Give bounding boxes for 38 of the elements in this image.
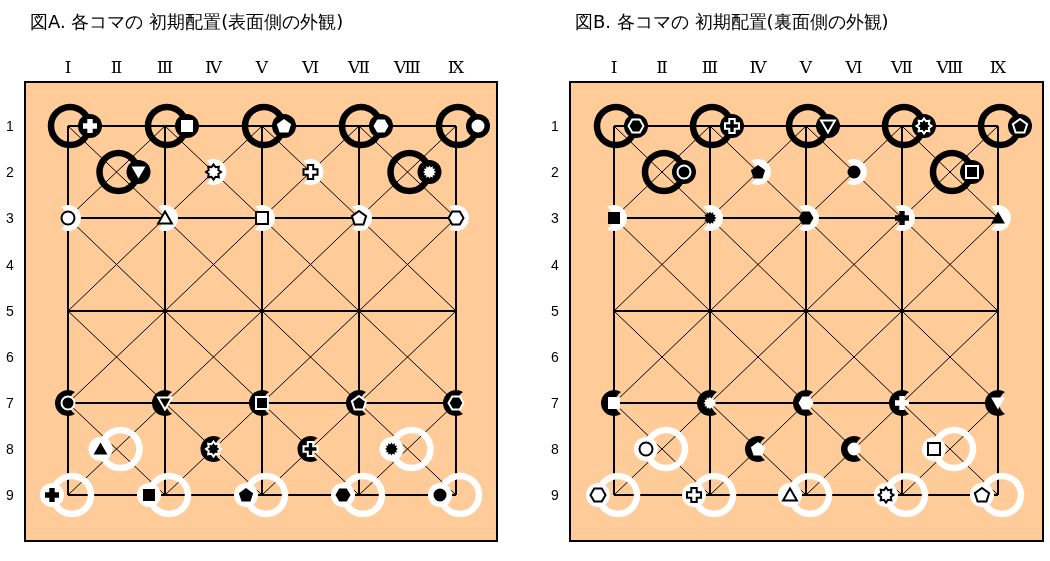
row-label: 7 (6, 396, 14, 410)
row-label: 4 (551, 258, 559, 272)
column-label: Ⅴ (799, 58, 813, 76)
row-label: 2 (551, 165, 559, 179)
column-label: Ⅰ (610, 58, 618, 76)
column-label: Ⅷ (936, 58, 964, 76)
row-label: 8 (551, 442, 559, 456)
row-label: 9 (551, 488, 559, 502)
figure-title: 図B. 各コマの 初期配置(裏面側の外観) (575, 13, 889, 31)
column-label: Ⅸ (447, 58, 465, 76)
column-label: Ⅲ (701, 58, 719, 76)
column-label: Ⅸ (989, 58, 1007, 76)
column-label: Ⅶ (348, 58, 370, 76)
row-label: 1 (551, 119, 559, 133)
row-label: 1 (6, 119, 14, 133)
column-label: Ⅱ (656, 58, 668, 76)
row-label: 3 (6, 211, 14, 225)
row-label: 9 (6, 488, 14, 502)
column-label: Ⅳ (205, 58, 222, 76)
row-label: 5 (6, 304, 14, 318)
row-label: 3 (551, 211, 559, 225)
row-label: 5 (551, 304, 559, 318)
row-label: 8 (6, 442, 14, 456)
column-label: Ⅲ (156, 58, 174, 76)
row-label: 6 (551, 350, 559, 364)
column-label: Ⅵ (301, 58, 320, 76)
figure-title: 図A. 各コマの 初期配置(表面側の外観) (30, 13, 344, 31)
row-label: 4 (6, 258, 14, 272)
column-label: Ⅶ (891, 58, 913, 76)
row-label: 7 (551, 396, 559, 410)
column-label: Ⅵ (845, 58, 863, 76)
row-label: 2 (6, 165, 14, 179)
column-label: Ⅰ (64, 58, 72, 76)
row-label: 6 (6, 350, 14, 364)
column-label: Ⅱ (110, 58, 123, 76)
column-label: Ⅳ (749, 58, 767, 76)
column-label: Ⅴ (255, 58, 269, 76)
column-label: Ⅷ (394, 58, 421, 76)
